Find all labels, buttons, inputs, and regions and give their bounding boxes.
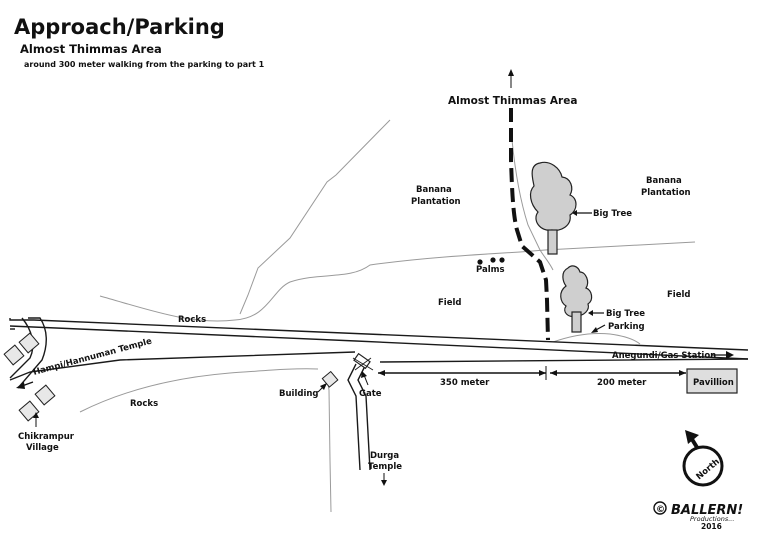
parking-area-outline — [552, 333, 641, 345]
track-rocks-north — [99, 249, 546, 322]
north-compass-icon — [682, 430, 724, 487]
big-tree-bottom-icon — [560, 265, 593, 333]
big-tree-bottom-label: Big Tree — [606, 309, 645, 319]
brand-label: BALLERN! — [671, 503, 743, 518]
distance-200-label: 200 meter — [597, 378, 647, 388]
destination-label: Almost Thimmas Area — [448, 95, 577, 107]
banana-right-line2: Plantation — [641, 188, 691, 198]
parking-label: Parking — [608, 322, 645, 332]
pavillion-label: Pavillion — [693, 378, 734, 388]
map-subtitle: Almost Thimmas Area — [20, 42, 162, 56]
village-label-line2: Village — [26, 443, 59, 453]
big-tree-top-label: Big Tree — [593, 209, 632, 219]
track-north-west — [239, 119, 391, 315]
track-main-gray — [511, 139, 554, 271]
road-edge-south-a — [9, 325, 749, 360]
big-tree-top-arrow — [572, 210, 592, 216]
building-label: Building — [279, 389, 319, 399]
field-left-label: Field — [438, 298, 461, 308]
distance-350-label: 350 meter — [440, 378, 490, 388]
village-arrow — [33, 412, 39, 427]
track-east — [544, 241, 696, 251]
parking-arrow — [591, 324, 606, 333]
map-title: Approach/Parking — [14, 15, 225, 39]
road-edge-north — [9, 318, 749, 351]
hampi-arrow — [16, 381, 34, 389]
road-right-label: Anegundi/Gas Station — [612, 351, 716, 361]
building-icon — [321, 370, 339, 388]
road-edge-south — [9, 351, 356, 381]
village-houses-icon — [3, 332, 56, 422]
track-building — [326, 377, 332, 513]
gate-arrow — [361, 371, 369, 386]
walking-note: around 300 meter walking from the parkin… — [24, 60, 265, 69]
banana-right-line1: Banana — [646, 176, 682, 186]
road-edge-south-east — [379, 358, 749, 363]
track-rocks-south — [79, 368, 319, 413]
palms-label: Palms — [476, 265, 505, 275]
approach-path — [509, 108, 550, 341]
gate-label: Gate — [359, 389, 382, 399]
building-arrow — [317, 383, 327, 393]
brand-sub-label: Productions... — [690, 515, 734, 523]
rocks-top-label: Rocks — [178, 315, 206, 325]
gate-marker — [352, 352, 374, 371]
durga-road — [347, 363, 371, 471]
pavillion-box — [686, 368, 738, 394]
durga-label-line2: Temple — [368, 462, 402, 472]
big-tree-bottom-arrow — [588, 310, 604, 316]
village-road-edge-1 — [17, 317, 47, 389]
road-left-label: Hampi/Hannuman Temple — [32, 336, 153, 377]
anegundi-arrow — [711, 351, 734, 359]
copyright-mark: © — [656, 505, 665, 515]
main-road — [9, 318, 749, 360]
credits — [653, 501, 667, 515]
field-right-label: Field — [667, 290, 690, 300]
durga-road-edge-1 — [347, 363, 361, 471]
palms-icon — [477, 257, 505, 265]
big-tree-top-icon — [529, 161, 577, 255]
village-label-line1: Chikrampur — [18, 432, 75, 442]
banana-left-line1: Banana — [416, 185, 452, 195]
year-label: 2016 — [701, 522, 722, 531]
distance-markers — [378, 366, 686, 380]
banana-left-line2: Plantation — [411, 197, 461, 207]
rocks-bottom-label: Rocks — [130, 399, 158, 409]
durga-arrow — [381, 473, 387, 486]
durga-label-line1: Durga — [370, 451, 399, 461]
destination-arrow — [508, 69, 514, 88]
